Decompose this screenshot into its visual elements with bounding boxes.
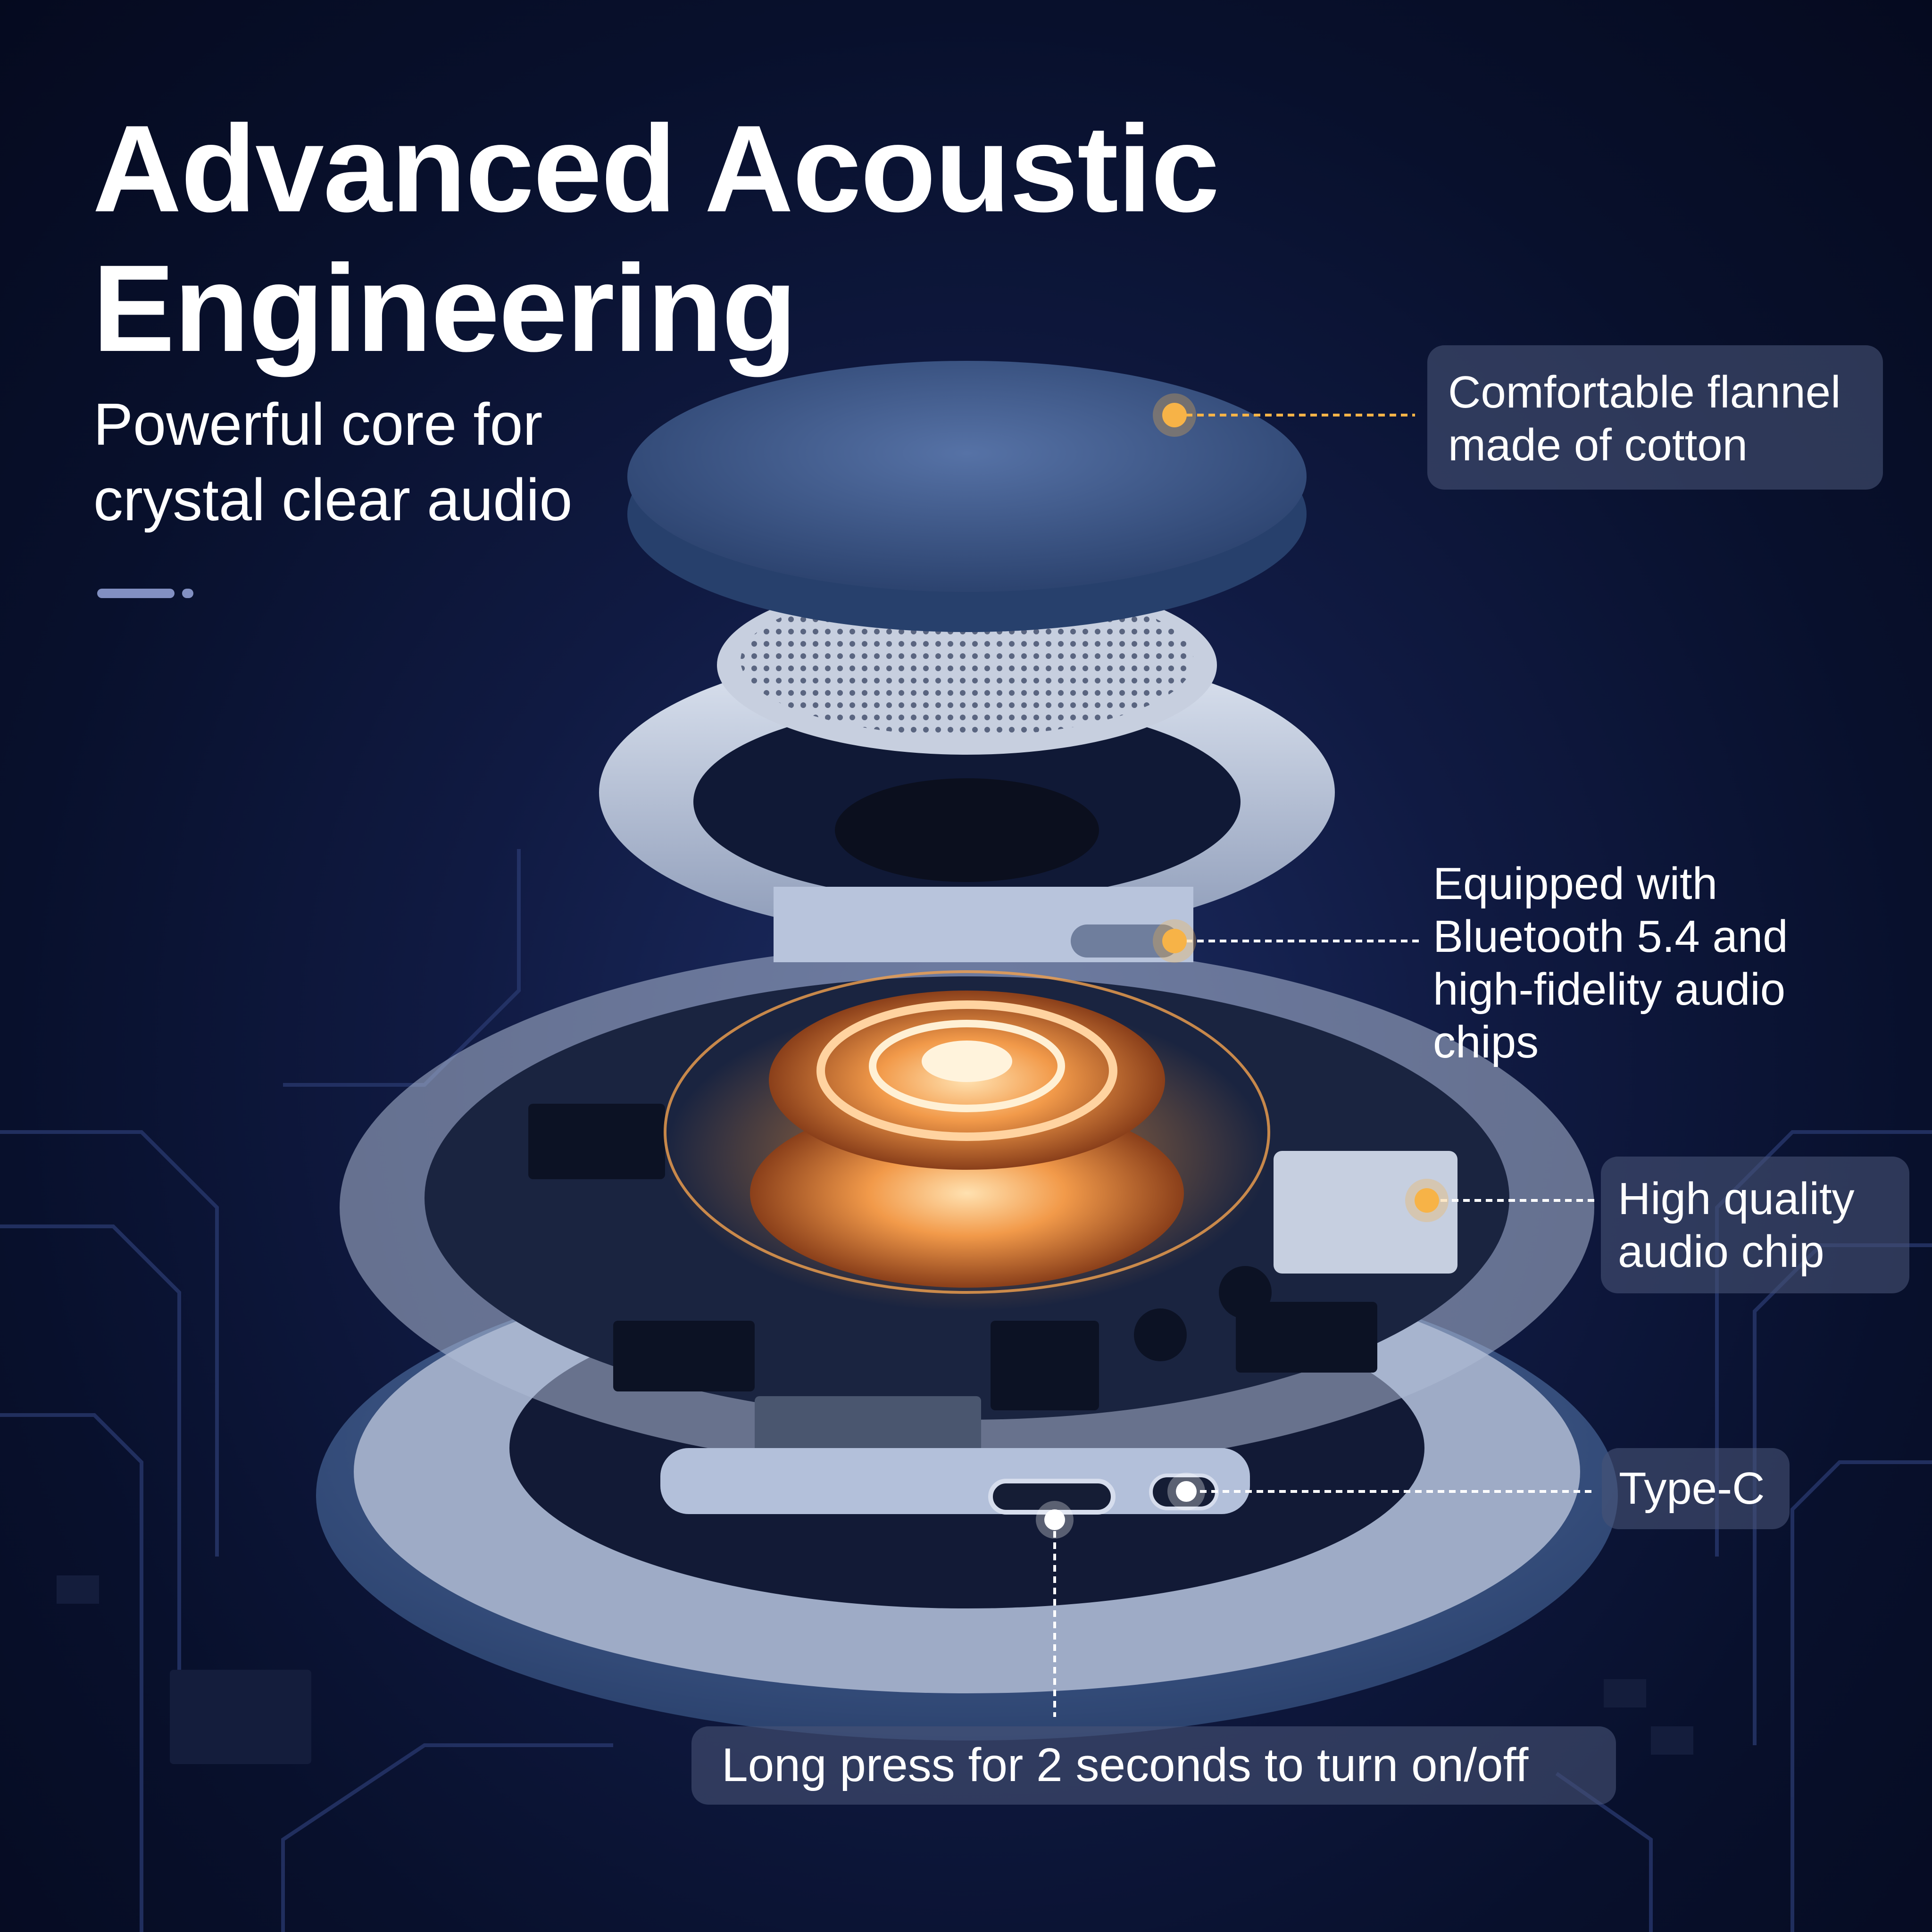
subtitle-line-2: crystal clear audio: [93, 466, 573, 533]
leader-lines: [1053, 414, 1594, 1717]
subtitle: Powerful core for crystal clear audio: [93, 387, 572, 538]
callout-power: Long press for 2 seconds to turn on/off: [691, 1726, 1616, 1805]
callout-bluetooth-line-3: high-fidelity audio: [1433, 964, 1786, 1015]
callout-flannel-line-1: Comfortable flannel: [1448, 367, 1841, 417]
callout-dot-icon: [1415, 1188, 1439, 1213]
callout-bluetooth-line-2: Bluetooth 5.4 and: [1433, 911, 1788, 962]
callout-dot-icon: [1044, 1509, 1065, 1530]
callout-type-c-label: Type-C: [1619, 1463, 1765, 1514]
frame-slot: [1071, 924, 1179, 958]
headline-line-1: Advanced Acoustic: [92, 100, 1220, 238]
subtitle-line-1: Powerful core for: [93, 391, 543, 458]
fabric-cover: [627, 361, 1307, 592]
callout-flannel-line-2: made of cotton: [1448, 420, 1748, 470]
audio-chip: [1274, 1151, 1457, 1274]
callout-bluetooth: Equipped with Bluetooth 5.4 and high-fid…: [1433, 858, 1905, 1069]
callout-dot-icon: [1162, 929, 1187, 953]
callout-audio-chip: High quality audio chip: [1601, 1157, 1909, 1293]
callout-audio-chip-line-2: audio chip: [1618, 1226, 1824, 1277]
magnet-cap: [835, 778, 1099, 882]
headline-line-2: Engineering: [92, 239, 797, 377]
driver-orbit-ring: [664, 970, 1270, 1294]
accent-divider: [97, 589, 175, 598]
copper-driver: [750, 991, 1184, 1288]
callout-audio-chip-line-1: High quality: [1618, 1174, 1855, 1224]
callout-power-label: Long press for 2 seconds to turn on/off: [722, 1739, 1529, 1791]
accent-divider-dot: [182, 589, 193, 598]
pcb-components: [528, 1104, 1377, 1467]
callout-flannel: Comfortable flannel made of cotton: [1427, 345, 1883, 490]
callout-type-c: Type-C: [1602, 1448, 1790, 1529]
callout-bluetooth-line-1: Equipped with: [1433, 858, 1718, 909]
callout-dot-icon: [1162, 403, 1187, 427]
callout-dot-icon: [1176, 1481, 1197, 1502]
headline: Advanced Acoustic Engineering: [92, 99, 1220, 378]
callout-bluetooth-line-4: chips: [1433, 1017, 1539, 1067]
callout-dots: [1036, 393, 1449, 1539]
circuit-chips: [57, 1575, 1693, 1764]
